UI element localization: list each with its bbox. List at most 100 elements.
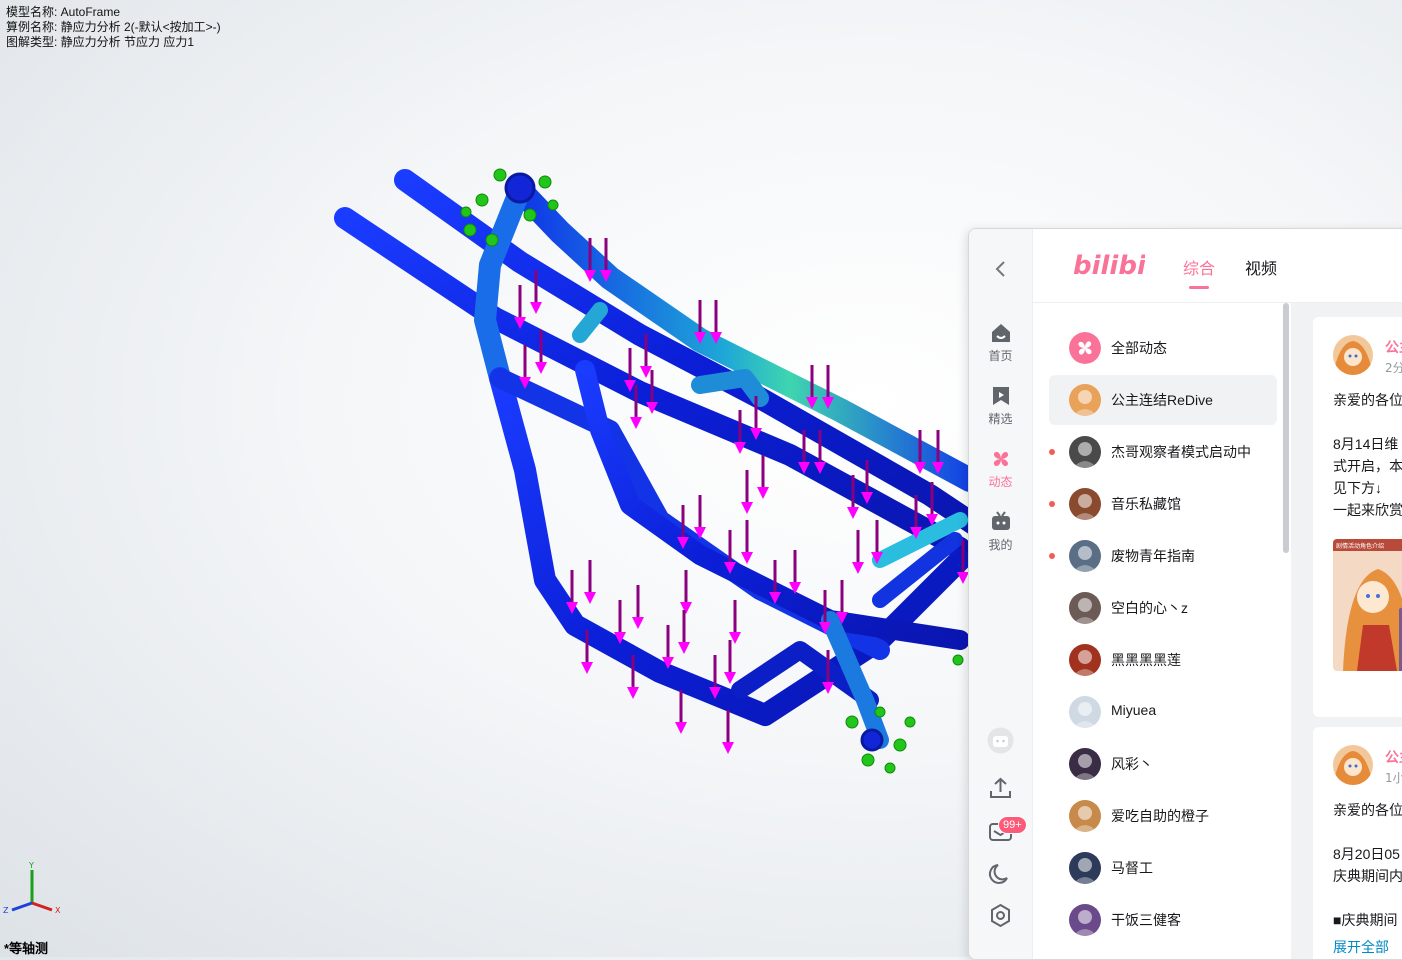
feed-card[interactable]: 公主 1小 亲爱的各位 8月20日05 庆典期间内 ■庆典期间 展开全部: [1313, 727, 1402, 959]
tab-underline: [1189, 286, 1209, 289]
up-list-item[interactable]: 全部动态: [1049, 323, 1277, 373]
nav-mine[interactable]: 我的: [969, 510, 1032, 553]
up-name: 风彩丶: [1111, 756, 1153, 772]
unread-dot: [1049, 501, 1055, 507]
up-name: 爱吃自助的橙子: [1111, 808, 1209, 824]
view-orientation-label: *等轴测: [4, 941, 49, 956]
nav-home[interactable]: 首页: [969, 321, 1032, 364]
avatar: [1069, 488, 1101, 520]
up-name: 音乐私藏馆: [1111, 496, 1181, 512]
avatar: [1069, 384, 1101, 416]
up-list-item[interactable]: 爱吃自助的橙子: [1049, 791, 1277, 841]
study-name-label: 算例名称: 静应力分析 2(-默认<按加工>-): [6, 20, 221, 34]
tv-icon: [991, 511, 1010, 530]
card-author[interactable]: 公主: [1385, 340, 1402, 356]
nav-home-label: 首页: [988, 349, 1013, 363]
axis-triad: Y X Z: [3, 861, 61, 915]
card-text-line: 一起来欣赏: [1333, 502, 1402, 518]
pinwheel-icon: [993, 451, 1008, 467]
up-list-item[interactable]: 风彩丶: [1049, 739, 1277, 789]
cad-info-overlay: 模型名称: AutoFrame 算例名称: 静应力分析 2(-默认<按加工>-)…: [6, 5, 221, 50]
avatar[interactable]: [1333, 335, 1373, 375]
avatar: [1069, 852, 1101, 884]
feed-card[interactable]: 公主 2分 亲爱的各位 8月14日维 式开启，本 见下方↓ 一起来欣赏 剧情活动…: [1313, 317, 1402, 717]
card-text-line: 庆典期间内: [1333, 868, 1402, 884]
up-name: Miyuea: [1111, 702, 1157, 718]
message-badge: 99+: [998, 816, 1027, 834]
up-list-item[interactable]: 杰哥观察者模式启动中: [1049, 427, 1277, 477]
side-nav: 首页 精选 动态 我的 99+: [969, 229, 1033, 959]
fixture-markers: [460, 168, 964, 774]
avatar[interactable]: [1333, 745, 1373, 785]
settings-icon[interactable]: [987, 902, 1014, 929]
up-list-item[interactable]: 空白的心丶z: [1049, 583, 1277, 633]
avatar: [1069, 436, 1101, 468]
header: bilibili 综合 视频: [1033, 229, 1402, 303]
up-name: 杰哥观察者模式启动中: [1111, 444, 1251, 460]
model-name-label: 模型名称: AutoFrame: [6, 5, 121, 19]
nav-dynamic[interactable]: 动态: [969, 447, 1032, 490]
nav-featured[interactable]: 精选: [969, 384, 1032, 427]
tab-video[interactable]: 视频: [1245, 261, 1278, 278]
up-name: 公主连结ReDive: [1111, 392, 1213, 408]
night-mode-icon[interactable]: [987, 860, 1014, 887]
card-image-caption: 剧情活动角色介绍: [1336, 542, 1384, 550]
up-list-item[interactable]: 马督工: [1049, 843, 1277, 893]
card-text-line: 8月14日维: [1333, 436, 1399, 452]
chevron-left-icon[interactable]: [989, 257, 1013, 281]
nav-featured-label: 精选: [988, 412, 1013, 426]
up-name: 马督工: [1111, 860, 1153, 876]
card-text-line: 亲爱的各位: [1333, 802, 1402, 818]
card-author[interactable]: 公主: [1385, 750, 1402, 766]
avatar-icon[interactable]: [987, 727, 1014, 754]
card-text-line: 8月20日05: [1333, 846, 1400, 862]
load-arrows: [514, 238, 969, 754]
avatar: [1069, 644, 1101, 676]
upload-icon[interactable]: [987, 775, 1014, 802]
card-text-line: ■庆典期间: [1333, 912, 1398, 928]
avatar: [1069, 592, 1101, 624]
triad-x-label: X: [55, 906, 61, 915]
up-list-item[interactable]: 黑黑黑黑莲: [1049, 635, 1277, 685]
avatar: [1069, 696, 1101, 728]
up-name: 空白的心丶z: [1111, 600, 1188, 616]
up-list-item[interactable]: Miyuea: [1049, 687, 1277, 737]
tab-comprehensive[interactable]: 综合: [1183, 261, 1216, 278]
up-list-item[interactable]: 干饭三健客: [1049, 895, 1277, 945]
bilibili-logo-text: bilibili: [1073, 251, 1145, 281]
scrollbar[interactable]: [1283, 303, 1289, 553]
avatar: [1069, 800, 1101, 832]
up-list-item[interactable]: 音乐私藏馆: [1049, 479, 1277, 529]
unread-dot: [1049, 449, 1055, 455]
avatar: [1069, 748, 1101, 780]
triad-z-label: Z: [3, 906, 9, 915]
bilibili-logo[interactable]: bilibili: [1073, 249, 1145, 281]
expand-all-link[interactable]: 展开全部: [1333, 940, 1389, 956]
feed: 公主 2分 亲爱的各位 8月14日维 式开启，本 见下方↓ 一起来欣赏 剧情活动…: [1291, 303, 1402, 959]
nav-mine-label: 我的: [988, 538, 1013, 552]
up-name: 干饭三健客: [1111, 912, 1181, 928]
nav-dynamic-label: 动态: [988, 475, 1013, 489]
plot-type-label: 图解类型: 静应力分析 节应力 应力1: [6, 35, 195, 49]
card-image[interactable]: 剧情活动角色介绍: [1333, 539, 1402, 671]
up-name: 黑黑黑黑莲: [1111, 652, 1181, 668]
bilibili-panel: 首页 精选 动态 我的 99+ bilibili 综: [968, 228, 1402, 960]
up-name: 废物青年指南: [1111, 548, 1195, 564]
card-time: 1小: [1385, 771, 1402, 785]
card-text-line: 亲爱的各位: [1333, 392, 1402, 408]
up-list: 全部动态公主连结ReDive 杰哥观察者模式启动中音乐私藏馆废物青年指南空白的心丶…: [1033, 303, 1285, 959]
up-name: 全部动态: [1111, 340, 1167, 356]
unread-dot: [1049, 553, 1055, 559]
frame-tubes: [334, 169, 986, 752]
card-text-line: 式开启，本: [1333, 458, 1402, 474]
up-list-item[interactable]: 废物青年指南: [1049, 531, 1277, 581]
up-list-item[interactable]: 公主连结ReDive: [1049, 375, 1277, 425]
avatar: [1069, 540, 1101, 572]
home-icon: [991, 324, 1010, 342]
pinwheel-icon: [1069, 332, 1101, 364]
card-text-line: 见下方↓: [1333, 480, 1382, 496]
card-time: 2分: [1385, 361, 1402, 375]
triad-y-label: Y: [28, 861, 34, 870]
avatar: [1069, 904, 1101, 936]
